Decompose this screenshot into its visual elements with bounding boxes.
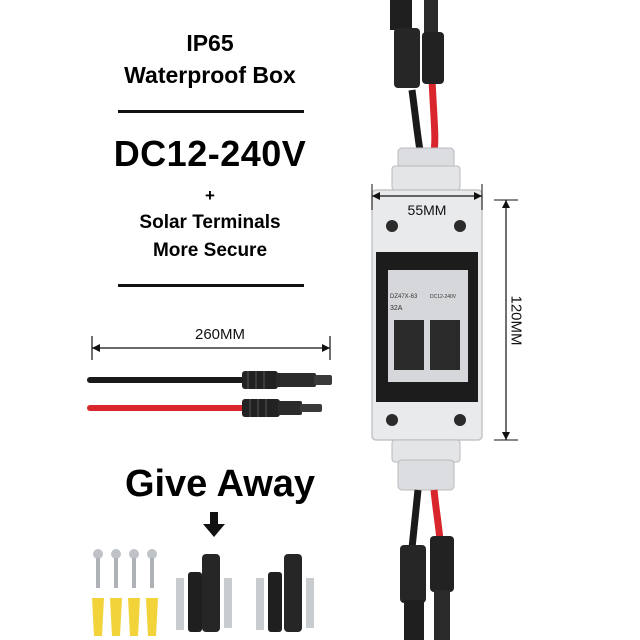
cable-length-label: 260MM [194, 326, 246, 343]
plus-sign: + [205, 186, 215, 205]
voltage-range: DC12-240V [113, 133, 307, 174]
accessories [92, 549, 314, 636]
giveaway-label: Give Away [124, 463, 316, 505]
mc4-connector-icon [256, 554, 314, 632]
box-height-label: 120MM [507, 295, 525, 346]
breaker-voltage: DC12-240V [430, 294, 457, 300]
mc4-connector-icon [176, 554, 232, 632]
divider-top [118, 110, 304, 113]
feature-line-2: More Secure [152, 240, 268, 261]
box-width-label: 55MM [407, 202, 447, 218]
screw-icon [93, 549, 157, 588]
rating-title: IP65 [186, 30, 234, 56]
divider-bottom [118, 284, 304, 287]
wall-anchor-icon [92, 598, 158, 636]
breaker-rating: 32A [390, 305, 403, 312]
enclosure-assembly: DZ47X-63 DC12-240V 32A [371, 0, 518, 640]
breaker-model: DZ47X-63 [390, 294, 418, 300]
feature-line-1: Solar Terminals [139, 212, 281, 233]
down-arrow-icon [203, 512, 225, 537]
product-title: Waterproof Box [124, 62, 296, 88]
extension-cables [87, 336, 332, 417]
